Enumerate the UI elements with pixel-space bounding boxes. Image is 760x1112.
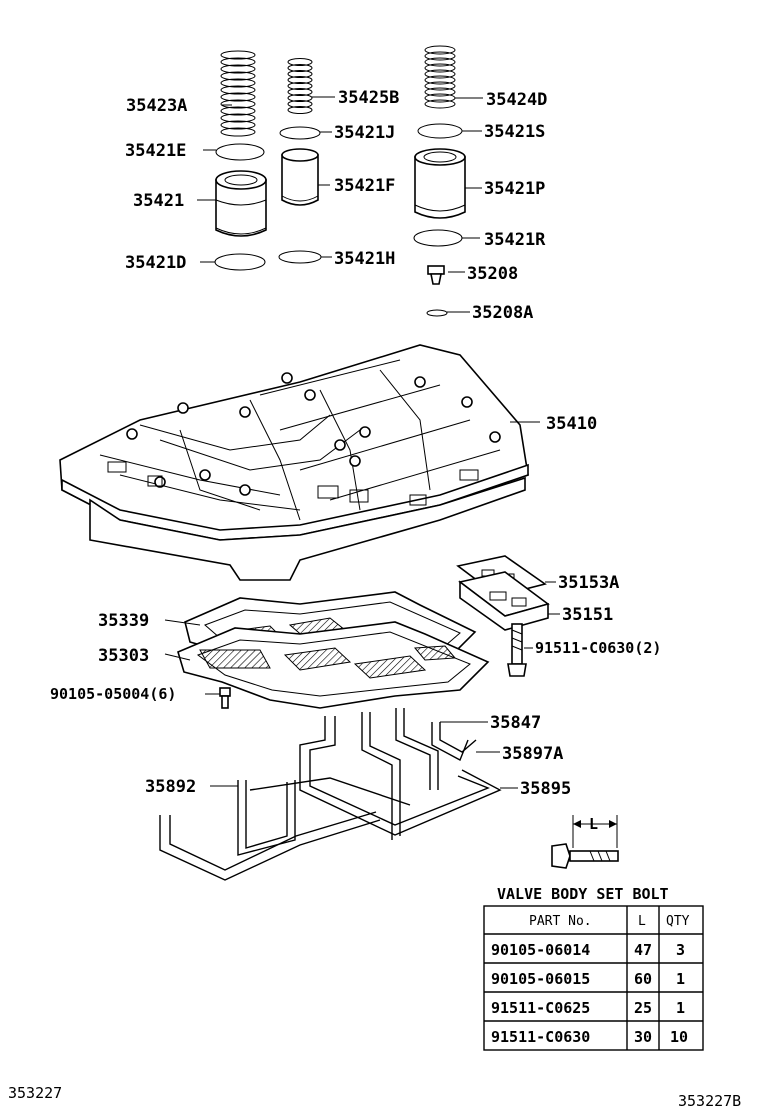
label-35410: 35410: [546, 414, 597, 434]
spring-35424d: [424, 45, 456, 109]
tube-35892: [159, 777, 411, 881]
label-35895: 35895: [520, 779, 571, 799]
bolt-length-label: L: [589, 815, 598, 833]
label-91511-c0630: 91511-C0630(2): [535, 639, 661, 657]
bolt-90105-05004: [219, 687, 231, 709]
part-labels: 35423A 35425B 35424D 35421E 35421J 35421…: [50, 88, 661, 799]
solenoid-35151: [458, 571, 550, 631]
table-row-3-qty: 1: [676, 999, 685, 1017]
piston-35421f: [281, 148, 319, 206]
label-90105-05004: 90105-05004(6): [50, 685, 176, 703]
piston-35421: [215, 170, 267, 237]
table-row-4-l: 30: [634, 1028, 652, 1046]
spring-35423a: [220, 50, 256, 137]
label-35892: 35892: [145, 777, 196, 797]
table-row-2-part: 90105-06015: [491, 970, 590, 988]
spring-35425b: [287, 58, 313, 114]
label-35897a: 35897A: [502, 744, 563, 764]
table-row-1-part: 90105-06014: [491, 941, 590, 959]
table-row-1-qty: 3: [676, 941, 685, 959]
table-row-4-qty: 10: [670, 1028, 688, 1046]
clip-35208a: [426, 309, 448, 317]
table-row-4-part: 91511-C0630: [491, 1028, 590, 1046]
label-35425b: 35425B: [338, 88, 399, 108]
gasket-35303: [177, 621, 490, 709]
table-row-3-part: 91511-C0625: [491, 999, 590, 1017]
bolt-91511-c0630: [507, 623, 527, 677]
label-35421s: 35421S: [484, 122, 545, 142]
table-row-1-l: 47: [634, 941, 652, 959]
footer-code-left: 353227: [8, 1084, 62, 1102]
tube-35847: [395, 708, 439, 790]
label-35421j: 35421J: [334, 123, 395, 143]
tube-35895: [299, 712, 502, 840]
label-35424d: 35424D: [486, 90, 547, 110]
o-ring-35421j: [279, 126, 321, 140]
label-35303: 35303: [98, 646, 149, 666]
label-35208a: 35208A: [472, 303, 533, 323]
label-35151: 35151: [562, 605, 613, 625]
set-bolt-illustration: L: [551, 815, 619, 869]
upper-valve-body-35410: [59, 344, 529, 581]
label-35339: 35339: [98, 611, 149, 631]
table-title: VALVE BODY SET BOLT: [497, 885, 669, 903]
plug-35208: [427, 265, 445, 285]
label-35208: 35208: [467, 264, 518, 284]
tube-35897a: [431, 722, 477, 761]
table-row-3-l: 25: [634, 999, 652, 1017]
leader-lines: [164, 96, 560, 789]
valve-body-set-bolt-table: VALVE BODY SET BOLT PART No. L QTY 90105…: [483, 885, 704, 1051]
label-35421e: 35421E: [125, 141, 186, 161]
o-ring-35421d: [214, 253, 266, 271]
o-ring-35421h: [278, 250, 322, 264]
footer-code-right: 353227B: [678, 1092, 741, 1110]
table-header-qty: QTY: [666, 914, 690, 929]
table-header-l: L: [638, 914, 646, 929]
table-row-2-qty: 1: [676, 970, 685, 988]
table-row-2-l: 60: [634, 970, 652, 988]
label-35421h: 35421H: [334, 249, 395, 269]
label-35421f: 35421F: [334, 176, 395, 196]
piston-35421p: [414, 148, 466, 219]
label-35153a: 35153A: [558, 573, 619, 593]
o-ring-35421e: [215, 143, 265, 161]
label-35423a: 35423A: [126, 96, 187, 116]
label-35421d: 35421D: [125, 253, 186, 273]
label-35421r: 35421R: [484, 230, 546, 250]
o-ring-35421r: [413, 229, 463, 247]
label-35847: 35847: [490, 713, 541, 733]
table-header-part-no: PART No.: [529, 914, 592, 929]
label-35421p: 35421P: [484, 179, 545, 199]
o-ring-35421s: [417, 123, 463, 139]
label-35421: 35421: [133, 191, 184, 211]
